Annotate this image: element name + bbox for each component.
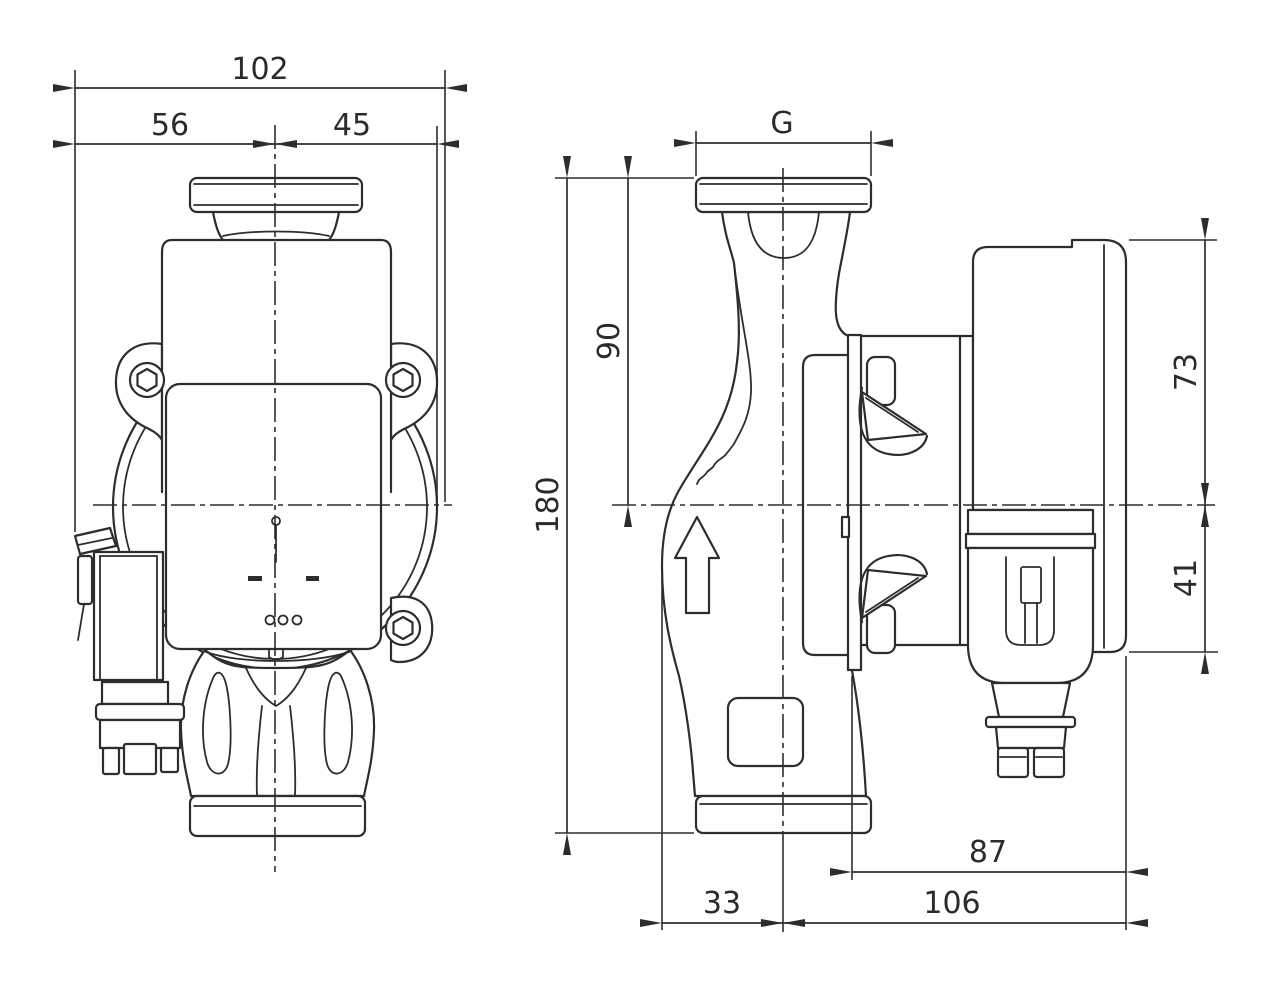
dimension-axis-to-right: 45 xyxy=(253,108,459,148)
dimension-axis-to-body-left: 33 xyxy=(640,886,805,927)
centerlines xyxy=(93,125,1215,872)
display-dash-left xyxy=(248,576,262,581)
dimension-label-axis-to-module-end: 106 xyxy=(923,886,980,921)
electrical-connector-front xyxy=(73,526,186,776)
display-dash-right xyxy=(306,576,319,581)
top-port-union-nut xyxy=(188,176,364,242)
motor-housing-side xyxy=(971,238,1128,654)
mounting-plate xyxy=(840,333,962,672)
shaft-center-mark xyxy=(271,516,281,563)
clamp-hook-lower xyxy=(858,554,929,655)
connector-module-side xyxy=(964,508,1097,779)
dimension-port-to-port: 180 xyxy=(531,156,571,855)
dimension-axis-to-module-end: 106 xyxy=(761,886,1148,927)
dimension-port-to-axis: 90 xyxy=(592,156,632,527)
dimension-label-port-to-port: 180 xyxy=(531,476,566,533)
dimension-overall-width: 102 xyxy=(53,52,467,92)
led-indicator-1 xyxy=(264,614,276,626)
dimension-flange-to-module-end: 87 xyxy=(830,835,1148,876)
hex-bolt-top-right xyxy=(384,361,422,399)
led-indicator-3 xyxy=(291,614,303,626)
dimension-axis-to-left: 56 xyxy=(53,108,297,148)
dimension-annotations: 102 56 45 G 180 90 73 xyxy=(53,52,1218,932)
dimension-axis-to-housing-top: 73 xyxy=(1169,218,1209,527)
dimension-axis-to-housing-bottom: 41 xyxy=(1169,483,1209,674)
front-view xyxy=(73,176,439,838)
dimension-label-port-to-axis: 90 xyxy=(592,322,627,360)
dimension-label-port-thread: G xyxy=(770,106,793,141)
rating-plate xyxy=(726,696,805,768)
dimension-port-thread: G xyxy=(674,106,893,147)
volute-foot xyxy=(179,648,376,798)
port-thread-cup xyxy=(747,211,820,259)
dimension-label-flange-to-module-end: 87 xyxy=(969,835,1007,870)
dimension-label-axis-to-housing-bottom: 41 xyxy=(1169,559,1204,597)
hex-bolt-top-left xyxy=(128,361,166,399)
hex-bolt-bottom-right xyxy=(384,609,422,647)
dimension-label-axis-to-right: 45 xyxy=(333,108,371,143)
led-indicator-2 xyxy=(277,614,289,626)
bottom-port-flange-front xyxy=(188,794,367,838)
flow-direction-arrow-icon xyxy=(673,515,721,615)
dimension-label-axis-to-body-left: 33 xyxy=(703,886,741,921)
dimension-label-overall-width: 102 xyxy=(231,52,288,87)
display-panel xyxy=(164,382,383,661)
motor-body xyxy=(160,238,393,494)
pipe-inner-wall xyxy=(696,262,752,485)
clamp-hook-upper xyxy=(858,355,929,456)
dimension-label-axis-to-left: 56 xyxy=(151,108,189,143)
dimension-label-axis-to-housing-top: 73 xyxy=(1169,353,1204,391)
